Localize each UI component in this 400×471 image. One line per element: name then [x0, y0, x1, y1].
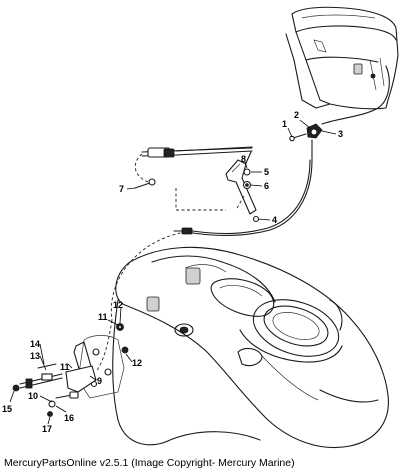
callout-numbers: 1 2 3 4 5 6 7 8 9 10 11 11 12 12 13 14 1…: [2, 110, 343, 434]
bottom-cowl-housing: [112, 246, 389, 449]
throttle-lever-plate: [12, 323, 129, 417]
leader-lines: [9, 119, 337, 425]
cable-bracket: [225, 151, 257, 215]
callout-12-lower: 12: [132, 358, 142, 368]
dashed-relation-lines: [95, 153, 245, 373]
callout-15: 15: [2, 404, 12, 414]
callout-10: 10: [28, 391, 38, 401]
callout-11-lower: 11: [60, 362, 70, 372]
callout-13: 13: [30, 351, 40, 361]
callout-7: 7: [119, 184, 124, 194]
cable-clip-assembly: [289, 123, 323, 161]
callout-3: 3: [338, 129, 343, 139]
callout-12-upper: 12: [113, 300, 123, 310]
copyright-footer: MercuryPartsOnline v2.5.1 (Image Copyrig…: [4, 457, 295, 469]
callout-8: 8: [241, 154, 246, 164]
callout-5: 5: [264, 167, 269, 177]
callout-4: 4: [272, 215, 277, 225]
callout-14: 14: [30, 339, 40, 349]
callout-6: 6: [264, 181, 269, 191]
shift-rod: [134, 146, 253, 189]
callout-2: 2: [294, 110, 299, 120]
callout-9: 9: [97, 376, 102, 386]
callout-17: 17: [42, 424, 52, 434]
callout-1: 1: [282, 119, 287, 129]
callout-11-upper: 11: [98, 312, 108, 322]
callout-16: 16: [64, 413, 74, 423]
front-cover-bracket: [285, 6, 399, 125]
